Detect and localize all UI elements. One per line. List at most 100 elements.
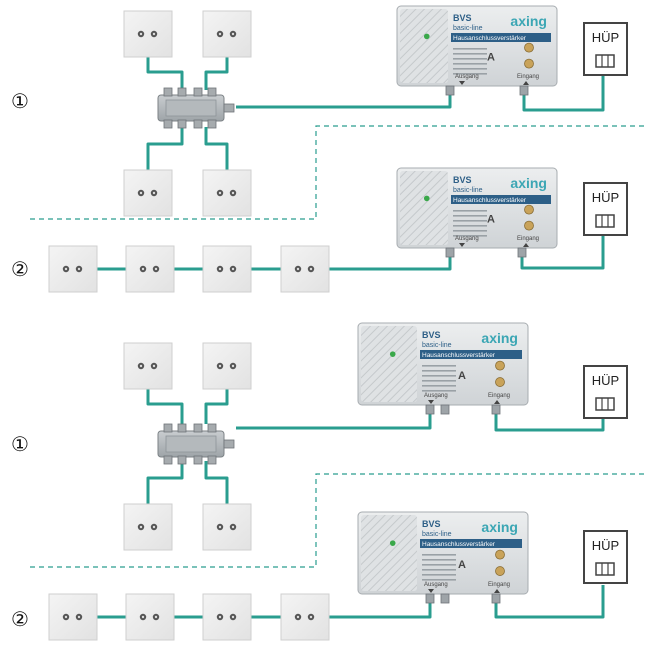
cable-layer (97, 56, 605, 619)
output-label: Ausgang (424, 582, 448, 588)
cable-amp-hup (522, 76, 605, 112)
cable-socket-4 (204, 461, 229, 505)
spec-line (453, 73, 487, 75)
socket-pin (141, 267, 145, 271)
brand-logo: axing (510, 175, 547, 191)
splitter-port-bottom (177, 119, 187, 129)
f-connector (445, 85, 455, 96)
socket-plate (280, 245, 330, 293)
splitter-port-bottom (177, 455, 187, 465)
socket-pin (231, 32, 235, 36)
spec-line (453, 210, 487, 212)
house-amplifier: BVSbasic-lineHausanschlussverstärkeraxin… (357, 511, 529, 604)
output-label: Ausgang (455, 74, 479, 80)
hup-frame (583, 365, 628, 419)
cable-socket-1 (146, 388, 184, 424)
hup-box: HÜP (583, 22, 628, 76)
antenna-socket (48, 245, 98, 293)
output-arrow-icon (428, 589, 434, 593)
spec-line (422, 380, 456, 382)
hup-box: HÜP (583, 182, 628, 236)
cable-amp-hup (494, 585, 605, 619)
f-connector (440, 593, 450, 604)
input-arrow-icon (523, 81, 529, 85)
power-led (389, 540, 396, 546)
socket-pin (218, 525, 222, 529)
four-way-splitter (157, 87, 235, 129)
socket-pin (139, 525, 143, 529)
ventilation-grille (400, 171, 448, 245)
house-amplifier: BVSbasic-lineHausanschlussverstärkeraxin… (357, 322, 529, 415)
splitter-port-bottom (193, 455, 203, 465)
ventilation-grille (361, 515, 417, 591)
splitter-port-bottom (193, 119, 203, 129)
slope-knob (495, 377, 505, 387)
socket-plate (123, 503, 173, 551)
amplifier-product: Hausanschlussverstärker (422, 352, 496, 359)
output-label: Ausgang (455, 236, 479, 242)
amplifier-title-bar (420, 350, 522, 359)
f-connector (425, 404, 435, 415)
socket-plate (125, 593, 175, 641)
cable-socket-1 (146, 56, 184, 90)
f-connector (491, 593, 501, 604)
input-arrow-icon (494, 400, 500, 404)
amplifier-product: Hausanschlussverstärker (453, 197, 527, 204)
amplifier-series: basic-line (453, 187, 483, 194)
spec-line (422, 569, 456, 571)
spec-line (453, 230, 487, 232)
socket-pin (64, 615, 68, 619)
splitter-port-top (163, 423, 173, 433)
input-label: Eingang (517, 74, 539, 80)
amplifier-model: BVS (453, 13, 472, 23)
socket-pin (231, 525, 235, 529)
hup-box: HÜP (583, 530, 628, 584)
antenna-socket (202, 342, 252, 390)
gain-knob (524, 42, 534, 53)
antenna-socket (202, 245, 252, 293)
hup-terminal (595, 54, 615, 68)
spec-line (453, 48, 487, 50)
socket-plate (202, 342, 252, 390)
spec-line (453, 220, 487, 222)
brand-logo: axing (510, 13, 547, 29)
cable-amp-hup (520, 235, 605, 270)
input-label: Eingang (488, 393, 510, 399)
f-connector (425, 593, 435, 604)
divider-layer (30, 125, 648, 568)
brand-logo: axing (481, 330, 518, 346)
splitter-label-plate (165, 99, 217, 117)
socket-pin (152, 525, 156, 529)
socket-pin (231, 267, 235, 271)
cable-socket-3 (146, 461, 184, 505)
socket-pin (152, 191, 156, 195)
socket-plate (123, 10, 173, 58)
socket-pin (152, 364, 156, 368)
antenna-socket (123, 169, 173, 217)
amplifier-model: BVS (453, 175, 472, 185)
socket-plate (202, 10, 252, 58)
antenna-socket (125, 245, 175, 293)
socket-plate (48, 245, 98, 293)
spec-line (453, 215, 487, 217)
antenna-socket (202, 593, 252, 641)
splitter-input-port (223, 439, 235, 449)
amplifier-model: BVS (422, 519, 441, 529)
gain-knob (495, 360, 505, 371)
socket-plate (125, 245, 175, 293)
spec-line (422, 579, 456, 581)
socket-pin (154, 267, 158, 271)
socket-pin (139, 191, 143, 195)
gain-knob (495, 549, 505, 560)
spec-line (422, 375, 456, 377)
splitter-port-top (193, 423, 203, 433)
splitter-port-top (177, 423, 187, 433)
ventilation-grille (400, 9, 448, 83)
power-led (423, 195, 430, 202)
input-arrow-icon (494, 589, 500, 593)
cable-chain-amp (328, 601, 432, 619)
brand-logo: axing (481, 519, 518, 535)
cable-socket-3 (146, 127, 184, 171)
gain-knob (524, 204, 534, 215)
